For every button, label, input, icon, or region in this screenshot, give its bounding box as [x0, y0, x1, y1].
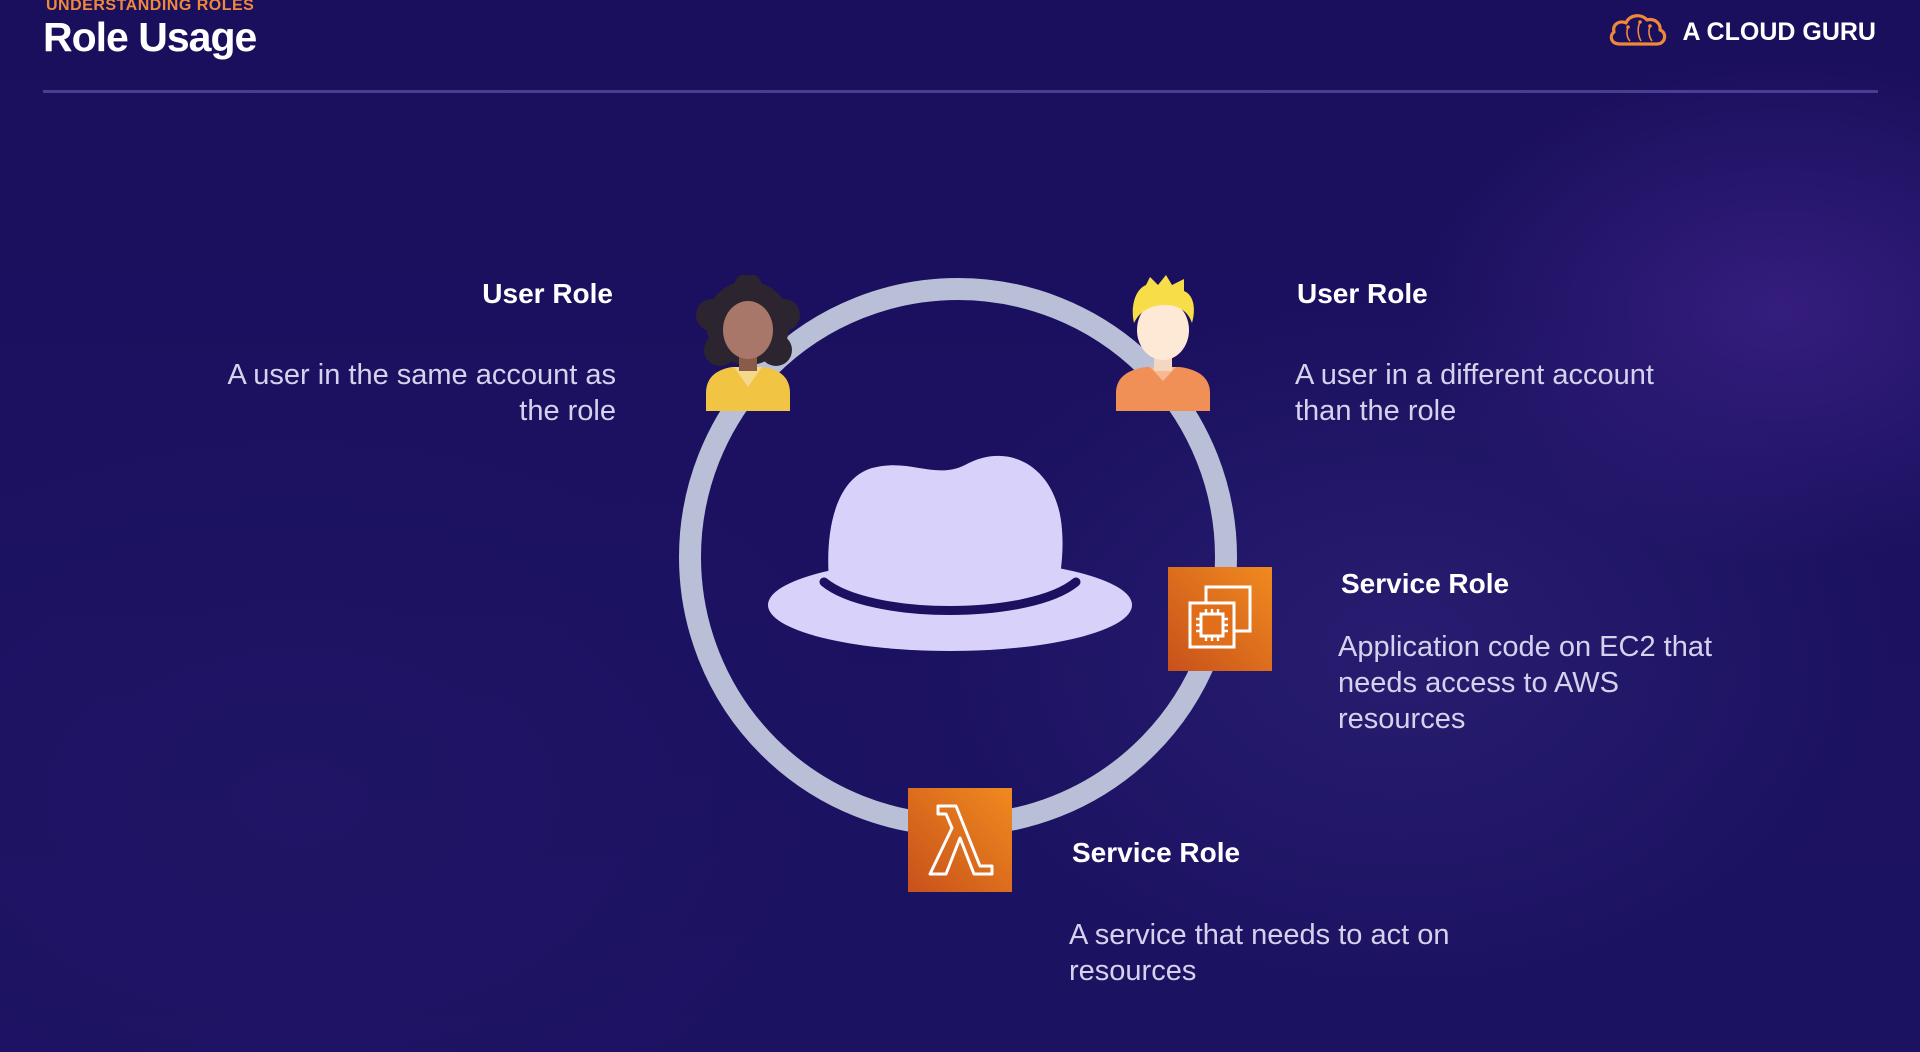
hat-icon: [760, 440, 1140, 660]
description-line: A service that needs to act on: [1069, 919, 1450, 951]
description-line: A user in the same account as: [227, 359, 617, 391]
description-line: resources: [1069, 955, 1197, 987]
cloud-icon: [1606, 10, 1670, 55]
user-role-different-account-description: A user in a different account than the r…: [1295, 357, 1654, 429]
description-line: needs access to AWS: [1338, 667, 1620, 699]
description-line: than the role: [1295, 395, 1457, 427]
user-avatar-icon: [1106, 275, 1221, 420]
service-role-ec2-description: Application code on EC2 that needs acces…: [1338, 629, 1712, 737]
user-role-same-account-title: User Role: [482, 278, 613, 309]
header-divider: [43, 90, 1878, 93]
description-line: resources: [1338, 703, 1466, 735]
lambda-icon: [908, 788, 1012, 897]
page-title: Role Usage: [43, 14, 257, 60]
service-role-lambda-description: A service that needs to act on resources: [1069, 917, 1449, 989]
brand-name: A CLOUD GURU: [1682, 18, 1876, 46]
description-line: Application code on EC2 that: [1338, 631, 1713, 663]
description-line: A user in a different account: [1295, 359, 1654, 391]
description-line: the role: [519, 395, 616, 427]
user-avatar-icon: [690, 273, 805, 420]
service-role-ec2-title: Service Role: [1341, 568, 1510, 599]
service-role-lambda-title: Service Role: [1072, 837, 1241, 868]
user-role-different-account-title: User Role: [1297, 278, 1428, 309]
brand-logo: A CLOUD GURU: [1606, 10, 1876, 55]
ec2-icon: [1168, 567, 1272, 676]
section-label: UNDERSTANDING ROLES: [46, 0, 255, 14]
user-role-same-account-description: A user in the same account as the role: [228, 357, 617, 429]
